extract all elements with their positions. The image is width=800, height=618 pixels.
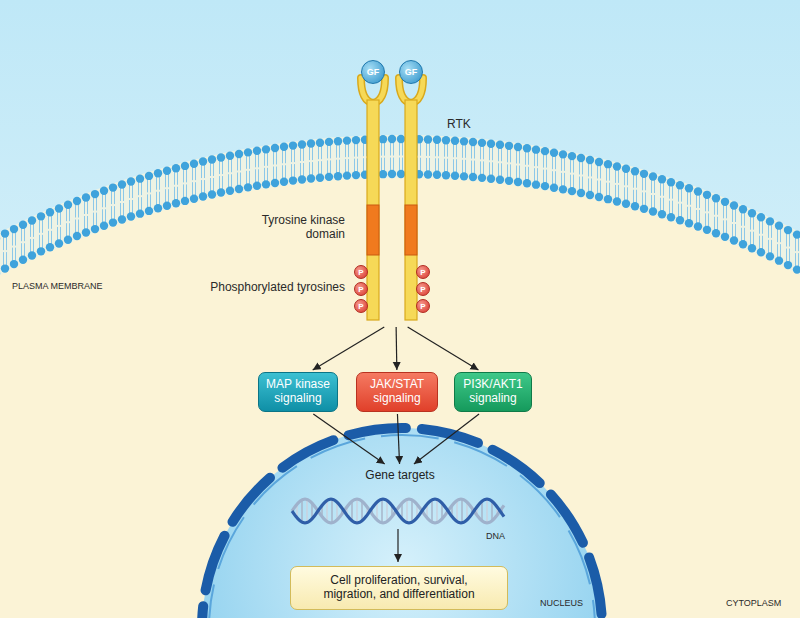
- growth-factor: GF: [361, 60, 385, 84]
- arrow-connector: [396, 327, 398, 370]
- part-label: Phosphorylated tyrosines: [180, 281, 345, 295]
- arrow-connector: [414, 414, 479, 464]
- node-text: PI3K/AKT1 signaling: [461, 378, 525, 406]
- phosphate-circle: P: [416, 265, 430, 279]
- node-text: P: [358, 285, 363, 294]
- pathway-box: JAK/STAT signaling: [356, 372, 438, 412]
- node-text: GF: [367, 67, 380, 77]
- phosphate-circle: P: [354, 282, 368, 296]
- phosphate-circle: P: [416, 299, 430, 313]
- phosphate-circle: P: [416, 282, 430, 296]
- dna-helix: [292, 499, 504, 523]
- region-label: PLASMA MEMBRANE: [12, 281, 103, 291]
- lipid-heads: [0, 135, 800, 279]
- node-text: P: [420, 268, 425, 277]
- gene-targets: Gene targets: [363, 466, 437, 488]
- nucleus: [202, 428, 602, 618]
- outcome-box: Cell proliferation, survival, migration,…: [290, 566, 508, 610]
- node-text: Gene targets: [365, 468, 434, 482]
- arrow-connector: [313, 414, 384, 464]
- part-label: DNA: [486, 531, 505, 541]
- nuclear-envelope: [202, 428, 602, 618]
- node-text: MAP kinase signaling: [265, 378, 331, 406]
- region-label: NUCLEUS: [540, 598, 583, 608]
- node-text: Cell proliferation, survival, migration,…: [305, 574, 493, 602]
- part-label: Tyrosine kinase domain: [245, 214, 345, 242]
- node-text: P: [358, 302, 363, 311]
- arrow-connector: [408, 327, 479, 370]
- node-text: P: [420, 302, 425, 311]
- nuclear-envelope-inner: [209, 435, 595, 618]
- arrow-connector: [397, 414, 399, 464]
- pathway-box: PI3K/AKT1 signaling: [454, 372, 532, 412]
- phosphate-circle: P: [354, 265, 368, 279]
- growth-factor: GF: [399, 60, 423, 84]
- cytoplasm: [0, 178, 800, 618]
- pathway-box: MAP kinase signaling: [258, 372, 338, 412]
- region-label: CYTOPLASM: [726, 598, 781, 608]
- node-text: P: [420, 285, 425, 294]
- receptor-illustration: [361, 78, 423, 320]
- arrow-connector: [313, 327, 385, 370]
- receptor-label: RTK: [447, 117, 471, 131]
- phosphate-circle: P: [354, 299, 368, 313]
- dna-arrow: [397, 529, 398, 562]
- node-text: JAK/STAT signaling: [363, 378, 431, 406]
- node-text: GF: [405, 67, 418, 77]
- node-text: P: [358, 268, 363, 277]
